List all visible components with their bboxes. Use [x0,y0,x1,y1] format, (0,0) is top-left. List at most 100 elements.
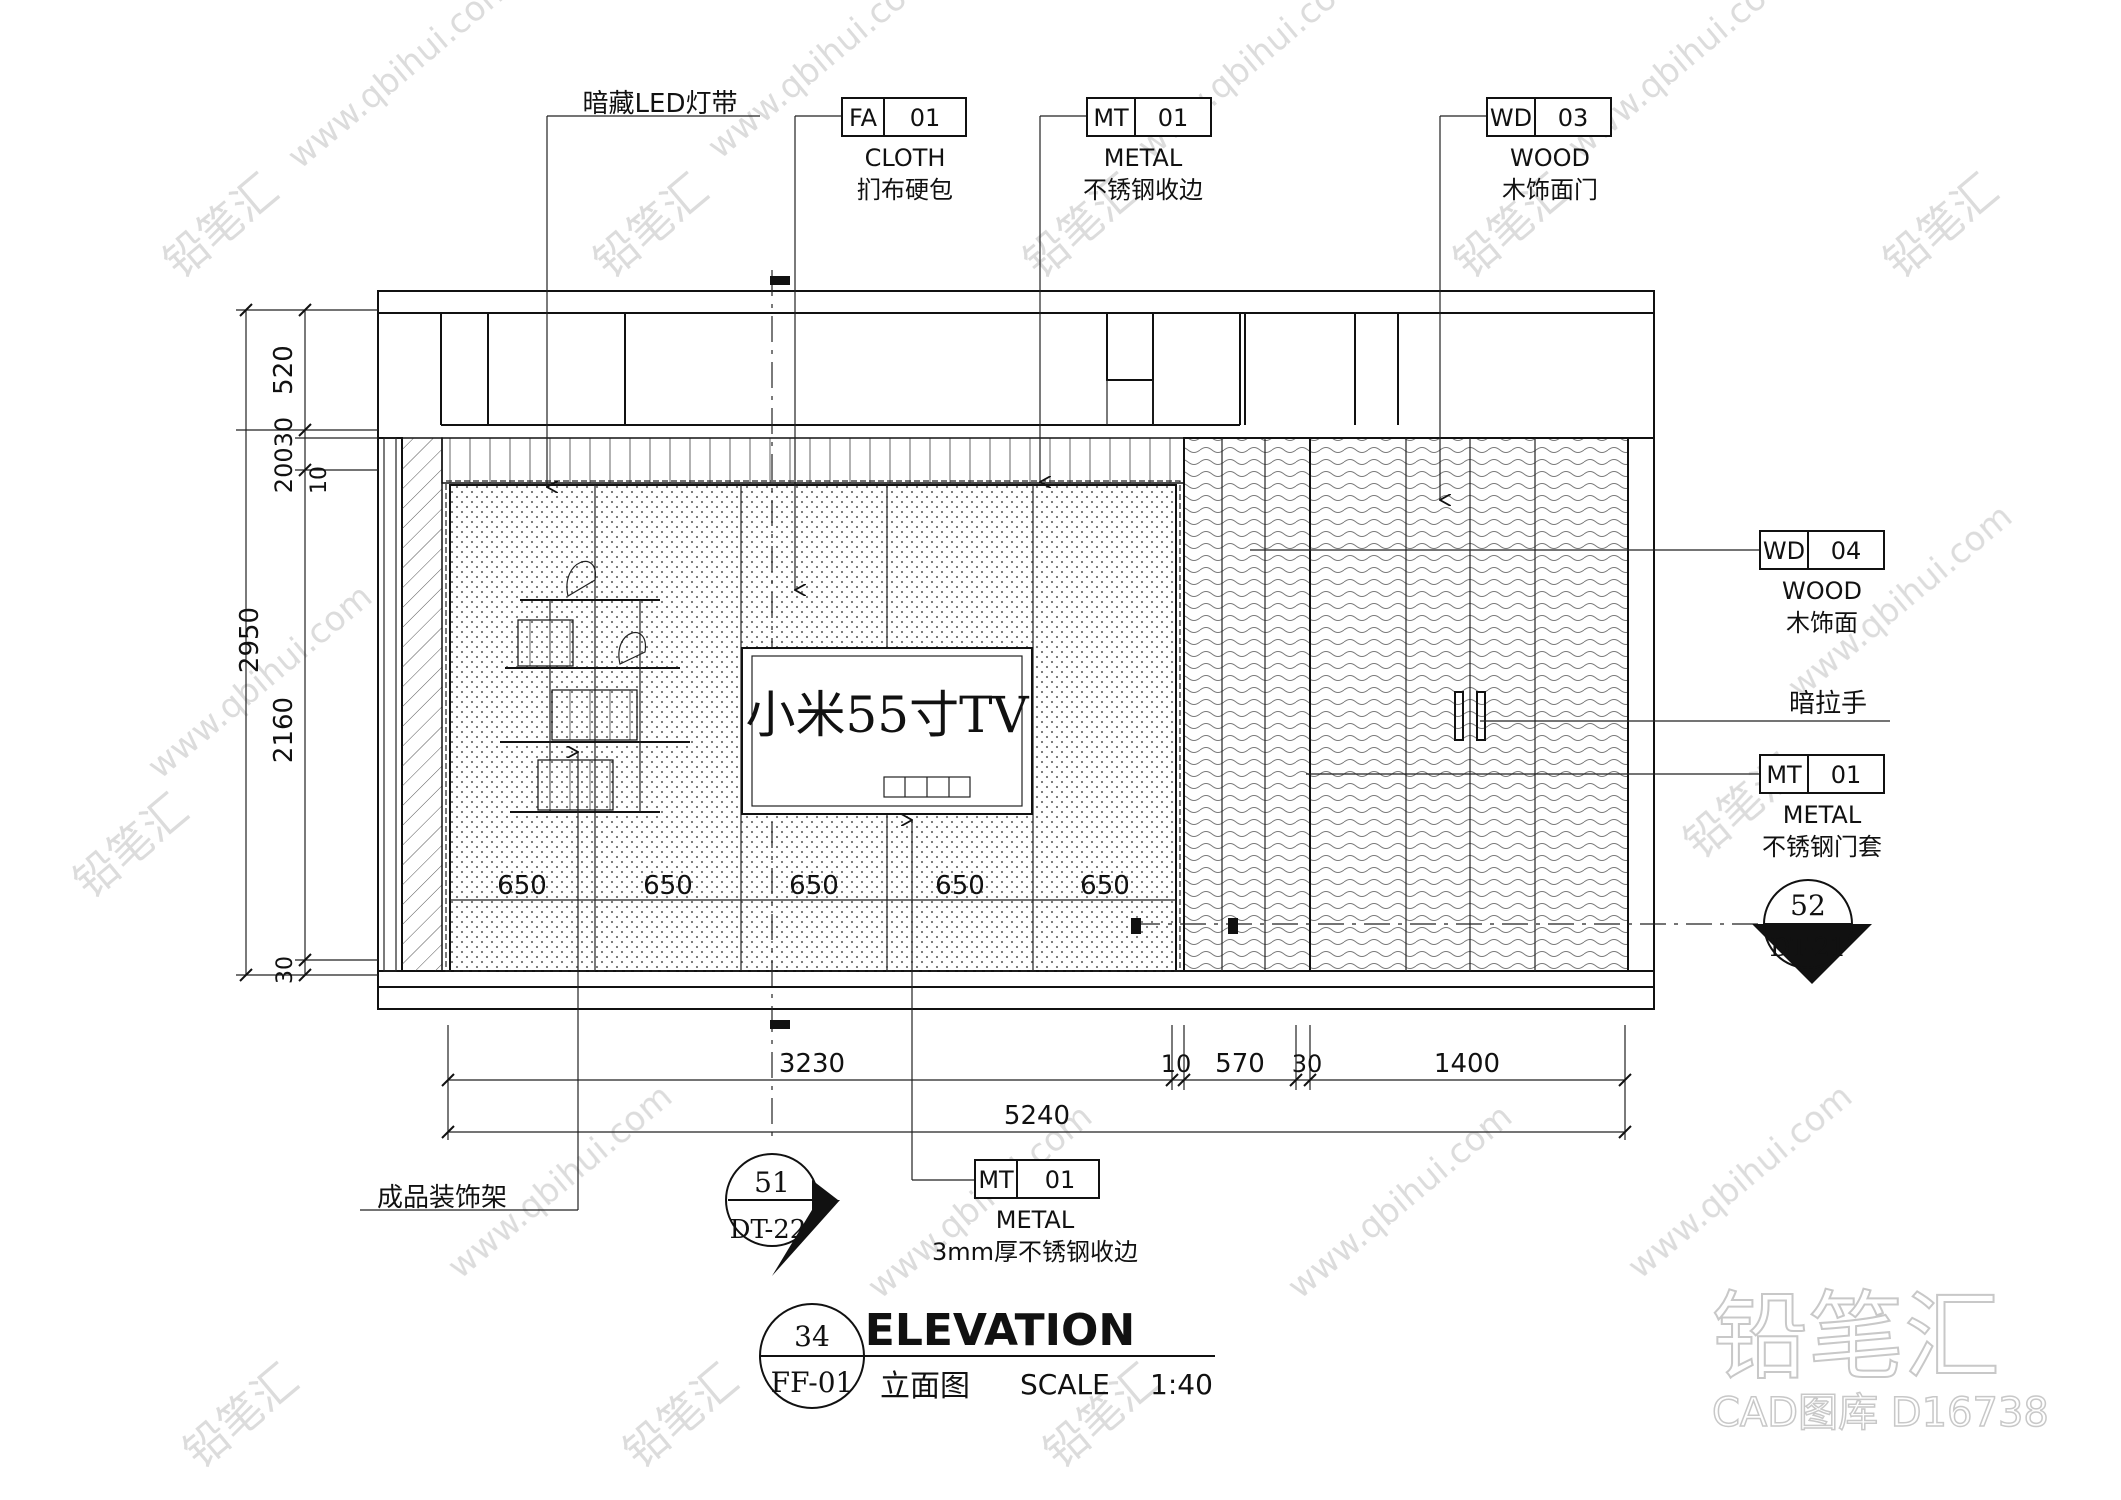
tag-wd04: WD 04 WOOD 木饰面 [1759,530,1885,637]
corner-watermark: 铅笔汇 CAD图库 D16738 [1711,1280,2050,1437]
marker-pointer [1752,924,1872,984]
tag-mt01c: MT 01 METAL 3mm厚不锈钢收边 [932,1159,1138,1266]
watermark-logo: 铅笔汇 [614,1355,748,1479]
left-jamb-inner [383,437,397,972]
section-tick [1131,918,1141,934]
tag-code: WD [1763,537,1805,565]
watermark-site: www.qbihui.com [280,0,520,177]
dim-1400: 1400 [1434,1049,1500,1079]
title-sheet: FF-01 [771,1366,854,1399]
dim-3230: 3230 [779,1049,845,1079]
watermark-site: www.qbihui.com [1280,1096,1520,1306]
shelf-ornament [618,632,646,665]
shelf-boards [500,599,690,813]
tv-unit: 小米55寸TV [741,647,1033,815]
tag-desc: 不锈钢收边 [1083,176,1203,204]
tv-frame-outer [741,647,1033,815]
dim-total-height: 2950 [235,607,265,673]
watermark-logo: 铅笔汇 [64,785,198,909]
tag-code: MT [978,1166,1014,1194]
tv-outlet-dividers [904,777,950,797]
decor-shelf [500,560,690,813]
marker-arrow [812,1180,838,1224]
tag-num: 04 [1831,537,1862,565]
dim-small: 10 [307,466,332,494]
dim-bottom: 30 [273,956,298,984]
panel-dim: 650 [1080,871,1130,901]
dim-overall: 5240 [1004,1101,1070,1131]
wood-panel-grooves [1221,438,1266,971]
tag-box [1759,754,1885,794]
tag-mt01b: MT 01 METAL 不锈钢门套 [1759,754,1885,861]
tag-material: METAL [996,1206,1075,1234]
section-marker-52: 52 DT-21 [1752,879,1872,984]
hidden-handle-left [1454,691,1464,741]
leaders [360,115,1890,1211]
tag-desc: 3mm厚不锈钢收边 [932,1238,1138,1266]
title-scale-label: SCALE [1020,1368,1110,1401]
watermark-site: www.qbihui.com [1130,0,1370,167]
tag-material: WOOD [1510,144,1590,172]
marker-ref: DT-22 [730,1215,807,1245]
led-strip-label: 暗藏LED灯带 [583,89,738,119]
ceiling-soffit [440,313,1241,426]
marker-ref: DT-21 [1770,933,1847,963]
dim-ticks-h [441,1073,1632,1139]
shelf-ornament [566,560,596,597]
marker-num: 51 [754,1166,790,1199]
shelf-books [551,689,638,741]
watermark-logo: 铅笔汇 [1874,165,2008,289]
tag-num: 01 [1045,1166,1076,1194]
dim-570: 570 [1215,1049,1265,1079]
top-rib-band [441,437,1185,484]
title-num: 34 [794,1320,830,1353]
tag-material: METAL [1104,144,1183,172]
watermark-site: www.qbihui.com [1560,0,1800,167]
horizontal-dimensions: 3230 10 570 30 1400 5240 [441,1025,1632,1140]
watermark-site: www.qbihui.com [440,1076,680,1286]
tag-desc: 不锈钢门套 [1762,833,1882,861]
section-tick [770,276,790,285]
panel-dim: 650 [643,871,693,901]
dim-band: 20030 [270,417,298,493]
title-block: 34 FF-01 ELEVATION 立面图 SCALE 1:40 [759,1303,1215,1409]
tag-code: FA [849,104,878,132]
tag-box [974,1159,1100,1199]
tv-frame-inner [751,655,1023,807]
door-grooves [1405,438,1536,971]
tag-num: 01 [1158,104,1189,132]
tag-desc: 木饰面门 [1502,176,1598,204]
panel-dim: 650 [789,871,839,901]
tag-desc: 扪布硬包 [857,176,953,204]
title-text: ELEVATION [865,1305,1135,1356]
ceiling-boxes [487,313,1399,425]
dim-extension-lines-h [447,1025,1626,1140]
tag-mt01a: MT 01 METAL 不锈钢收边 [1083,97,1212,204]
dim-30: 30 [1292,1050,1323,1078]
dim-extension-lines [236,309,378,976]
dim-ticks [239,303,312,982]
marker-num: 52 [1790,889,1826,922]
tag-fa01: FA 01 CLOTH 扪布硬包 [841,97,967,204]
dim-main: 2160 [269,697,299,763]
panel-dim: 650 [497,871,547,901]
wood-door-panel [1309,437,1629,972]
watermark-site: www.qbihui.com [700,0,940,167]
section-marker-51: 51 DT-22 [725,1124,840,1276]
tag-desc: 木饰面 [1786,609,1858,637]
shelf-books [537,759,614,811]
tag-wd03: WD 03 WOOD 木饰面门 [1486,97,1612,204]
panel-dimensions: 650 650 650 650 650 [450,871,1176,901]
right-jamb [1627,437,1655,972]
tag-code: WD [1490,104,1532,132]
tag-code: MT [1766,761,1802,789]
left-wall-hatch [401,437,443,972]
watermark-logo: 铅笔汇 [174,1355,308,1479]
tag-code: MT [1093,104,1129,132]
section-tick [770,1020,790,1029]
dim-top: 520 [269,345,299,395]
tag-box [1086,97,1212,137]
tag-num: 01 [1831,761,1862,789]
dim-10: 10 [1161,1050,1192,1078]
